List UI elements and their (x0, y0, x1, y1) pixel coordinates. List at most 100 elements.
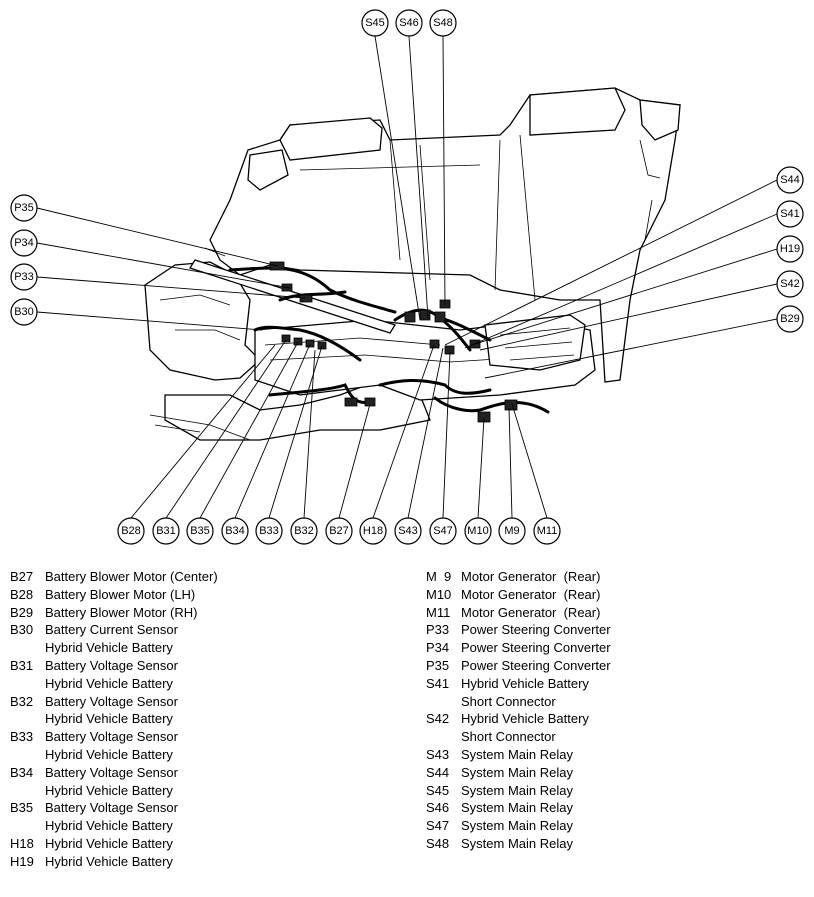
svg-text:B28: B28 (121, 525, 141, 537)
legend-description: Hybrid Vehicle Battery (45, 711, 173, 727)
legend-code: S47 (426, 818, 450, 834)
svg-text:S43: S43 (398, 525, 418, 537)
legend-code (10, 782, 45, 800)
legend-code: B35 (10, 800, 34, 816)
legend-description: Battery Voltage Sensor (45, 800, 178, 816)
legend-code (426, 693, 461, 711)
legend-code: B28 (10, 586, 34, 602)
callout-b34: B34 (221, 517, 249, 545)
svg-text:S44: S44 (780, 174, 800, 186)
callout-m11: M11 (533, 517, 561, 545)
callout-s47: S47 (429, 517, 457, 545)
legend-code (10, 817, 45, 835)
legend-code: H18 (10, 835, 34, 851)
legend-code: B31 (10, 657, 34, 673)
svg-text:M10: M10 (467, 525, 488, 537)
svg-text:B27: B27 (329, 525, 349, 537)
callout-s42: S42 (776, 270, 804, 298)
legend-entry: S41 Hybrid Vehicle Battery (426, 675, 611, 693)
legend-description: Short Connector (461, 729, 556, 745)
legend-code: S45 (426, 782, 450, 798)
legend-code: P33 (426, 622, 450, 638)
legend-entry: Hybrid Vehicle Battery (10, 710, 218, 728)
legend-code (426, 728, 461, 746)
svg-text:B33: B33 (259, 525, 279, 537)
svg-text:S45: S45 (365, 17, 385, 29)
svg-text:S41: S41 (780, 208, 800, 220)
legend-description: System Main Relay (461, 818, 573, 834)
callout-h18: H18 (359, 517, 387, 545)
legend-description: Hybrid Vehicle Battery (45, 675, 173, 691)
legend-code: B32 (10, 693, 34, 709)
legend-entry: Short Connector (426, 728, 611, 746)
legend-code (10, 675, 45, 693)
svg-text:B35: B35 (190, 525, 210, 537)
legend-description: Hybrid Vehicle Battery (45, 782, 173, 798)
callout-b32: B32 (290, 517, 318, 545)
legend-code: H19 (10, 853, 34, 869)
legend-code: B29 (10, 604, 34, 620)
callout-m9: M9 (498, 517, 526, 545)
legend-description: Battery Voltage Sensor (45, 657, 178, 673)
svg-text:S46: S46 (399, 17, 419, 29)
legend-description: Hybrid Vehicle Battery (461, 675, 589, 691)
callout-b30: B30 (10, 298, 38, 326)
svg-text:P34: P34 (14, 237, 34, 249)
callout-s44: S44 (776, 166, 804, 194)
legend-code: P34 (426, 640, 450, 656)
legend-entry: S47 System Main Relay (426, 817, 611, 835)
legend-description: Battery Voltage Sensor (45, 729, 178, 745)
legend-entry: Hybrid Vehicle Battery (10, 746, 218, 764)
legend-description: Hybrid Vehicle Battery (45, 818, 173, 834)
svg-text:P35: P35 (14, 202, 34, 214)
callout-s41: S41 (776, 200, 804, 228)
legend-code: P35 (426, 657, 450, 673)
leader-lines (36, 35, 778, 519)
legend-description: System Main Relay (461, 746, 573, 762)
legend-description: Battery Voltage Sensor (45, 693, 178, 709)
legend-description: System Main Relay (461, 800, 573, 816)
legend-code: S41 (426, 675, 450, 691)
legend-code: B34 (10, 764, 34, 780)
legend-description: Motor Generator (Rear) (461, 569, 601, 584)
legend-entry: Hybrid Vehicle Battery (10, 782, 218, 800)
svg-text:B32: B32 (294, 525, 314, 537)
svg-text:B34: B34 (225, 525, 245, 537)
legend-description: Hybrid Vehicle Battery (45, 853, 173, 869)
callout-s48: S48 (429, 9, 457, 37)
svg-text:B31: B31 (156, 525, 176, 537)
callout-b27: B27 (325, 517, 353, 545)
legend-code: S48 (426, 835, 450, 851)
legend-code (10, 746, 45, 764)
legend-entry: B31 Battery Voltage Sensor (10, 657, 218, 675)
callout-p34: P34 (10, 229, 38, 257)
legend-entry: S45 System Main Relay (426, 782, 611, 800)
legend-description: System Main Relay (461, 782, 573, 798)
svg-text:S47: S47 (433, 525, 453, 537)
callout-b33: B33 (255, 517, 283, 545)
legend-description: Hybrid Vehicle Battery (45, 746, 173, 762)
legend-description: Motor Generator (Rear) (461, 586, 601, 602)
legend-description: Hybrid Vehicle Battery (45, 640, 173, 656)
svg-text:H18: H18 (363, 525, 383, 537)
legend-description: Battery Current Sensor (45, 622, 178, 638)
legend-code: S46 (426, 800, 450, 816)
callout-h19: H19 (776, 235, 804, 263)
legend-description: Motor Generator (Rear) (461, 604, 601, 620)
callout-s46: S46 (395, 9, 423, 37)
legend-entry: B35 Battery Voltage Sensor (10, 799, 218, 817)
callout-b31: B31 (152, 517, 180, 545)
callout-s43: S43 (394, 517, 422, 545)
